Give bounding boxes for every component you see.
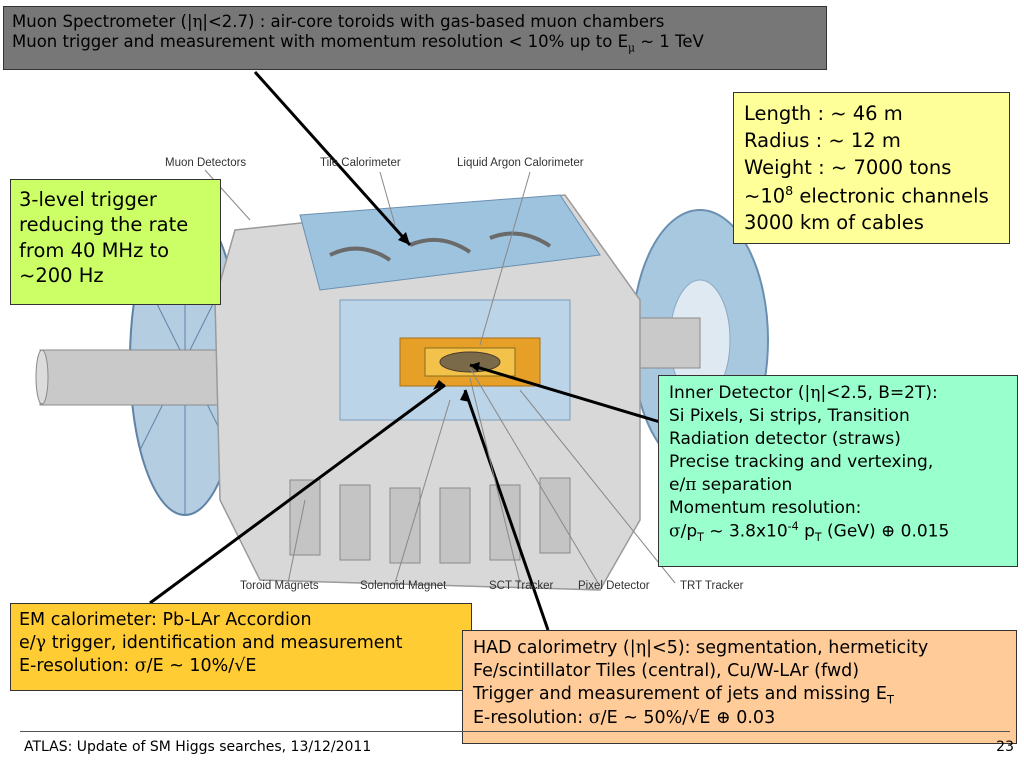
trigger-line: reducing the rate [19,213,189,237]
muon-text-a: Muon Spectrometer (| [12,12,193,31]
label-sct-tracker: SCT Tracker [489,580,554,592]
em-line-3: E-resolution: σ/E ~ 10%/√E [19,655,463,678]
had-text-g: 0.03 [730,707,776,728]
sqrt-symbol: √ [234,655,246,676]
eta-symbol: η [192,12,203,31]
inner-text-g: p [798,521,815,542]
footer-divider [20,731,1010,732]
spec-length: Length : ~ 46 m [744,102,903,125]
spec-radius: Radius : ~ 12 m [744,128,901,152]
channels-text-b: electronic channels [793,184,989,208]
sqrt-symbol: √ [688,707,700,728]
spec-channels: ~108 electronic channels [744,182,999,210]
inner-text-e: /p [680,521,698,542]
t-subscript: T [697,530,704,544]
pi-symbol: π [685,474,697,495]
gamma-symbol: γ [35,632,47,653]
had-text-f: E [699,707,716,728]
sigma-symbol: σ [669,521,681,542]
exponent: -4 [787,519,799,533]
trigger-line: from 40 MHz to [19,238,170,262]
inner-text-i: 0.015 [895,521,950,542]
eta-symbol: η [635,638,647,658]
inner-text-b: |<2.5, B=2T): [820,383,938,403]
sigma-symbol: σ [134,655,147,676]
eta-symbol: η [810,383,821,403]
label-trt-tracker: TRT Tracker [680,580,744,592]
label-pixel-detector: Pixel Detector [578,580,650,592]
channels-exponent: 8 [785,182,794,198]
page-number: 23 [996,739,1014,755]
label-tile-calorimeter: Tile Calorimeter [320,157,401,169]
muon-line-1: Muon Spectrometer (|η|<2.7) : air-core t… [12,12,818,32]
sigma-symbol: σ [588,707,601,728]
trigger-line: 3-level trigger [19,188,157,211]
muon-text-d: ~ 1 TeV [634,31,704,51]
had-text-a: HAD calorimetry (| [473,638,636,658]
em-text-b: trigger, identification and measurement [46,632,403,653]
had-text-c: Trigger and measurement of jets and miss… [473,683,887,704]
em-text-c: E-resolution: [19,655,135,676]
left-beam-pipe [39,349,221,406]
oplus-symbol: ⊕ [880,521,896,542]
trigger-line: ~200 Hz [19,264,104,288]
had-line-3: Trigger and measurement of jets and miss… [473,683,1006,707]
pointer-had [463,389,550,631]
em-line-1: EM calorimeter: Pb-LAr Accordion [19,610,312,630]
had-text-e: /E ~ 50%/ [600,707,689,728]
mu-subscript: μ [628,41,635,55]
inner-line-4: Precise tracking and vertexing, [669,451,934,472]
inner-line-7: σ/pT ~ 3.8x10-4 pT (GeV) ⊕ 0.015 [669,520,1007,546]
em-text-d: /E ~ 10%/ [146,655,235,676]
inner-text-d: separation [696,474,793,495]
muon-text-c: Muon trigger and measurement with moment… [12,31,629,51]
spec-weight: Weight : ~ 7000 tons [744,155,952,179]
detector-specs-box: Length : ~ 46 m Radius : ~ 12 m Weight :… [733,92,1010,244]
inner-detector-box: Inner Detector (|η|<2.5, B=2T): Si Pixel… [658,375,1018,567]
pointer-muon [253,70,412,247]
had-line-1: HAD calorimetry (|η|<5): segmentation, h… [473,637,1006,660]
channels-text-a: ~10 [744,184,786,208]
label-muon-detectors: Muon Detectors [165,157,247,169]
muon-line-2: Muon trigger and measurement with moment… [12,32,818,55]
em-line-2: e/γ trigger, identification and measurem… [19,632,463,655]
footer-text: ATLAS: Update of SM Higgs searches, 13/1… [24,739,372,755]
had-line-2: Fe/scintillator Tiles (central), Cu/W-LA… [473,660,860,681]
had-text-b: |<5): segmentation, hermeticity [646,638,929,658]
t-subscript: T [814,530,822,544]
label-liquid-argon-calorimeter: Liquid Argon Calorimeter [457,157,584,169]
had-calorimetry-box: HAD calorimetry (|η|<5): segmentation, h… [462,630,1017,744]
em-text-e: E [245,655,257,676]
inner-text-h: (GeV) [821,521,881,542]
inner-line-2: Si Pixels, Si strips, Transition [669,405,910,426]
had-text-d: E-resolution: [473,707,589,728]
label-solenoid-magnet: Solenoid Magnet [360,580,447,592]
pointer-em [149,383,446,605]
pointer-inner-detector [469,363,661,424]
spec-cables: 3000 km of cables [744,211,924,235]
inner-line-3: Radiation detector (straws) [669,428,901,449]
inner-line-6: Momentum resolution: [669,497,862,518]
inner-line-1: Inner Detector (|η|<2.5, B=2T): [669,382,1007,405]
t-subscript: T [886,692,894,706]
oplus-symbol: ⊕ [716,707,731,728]
muon-text-b: |<2.7) : air-core toroids with gas-based… [202,12,665,31]
inner-text-c: e/ [669,474,686,495]
muon-spectrometer-box: Muon Spectrometer (|η|<2.7) : air-core t… [3,6,827,70]
em-text-a: e/ [19,632,36,653]
label-toroid-magnets: Toroid Magnets [240,580,319,592]
inner-line-5: e/π separation [669,474,1007,497]
inner-text-f: ~ 3.8x10 [703,521,788,542]
trigger-box: 3-level trigger reducing the rate from 4… [10,179,221,305]
had-line-4: E-resolution: σ/E ~ 50%/√E ⊕ 0.03 [473,707,1006,730]
inner-text-a: Inner Detector (| [669,383,811,403]
em-calorimeter-box: EM calorimeter: Pb-LAr Accordion e/γ tri… [10,603,472,691]
